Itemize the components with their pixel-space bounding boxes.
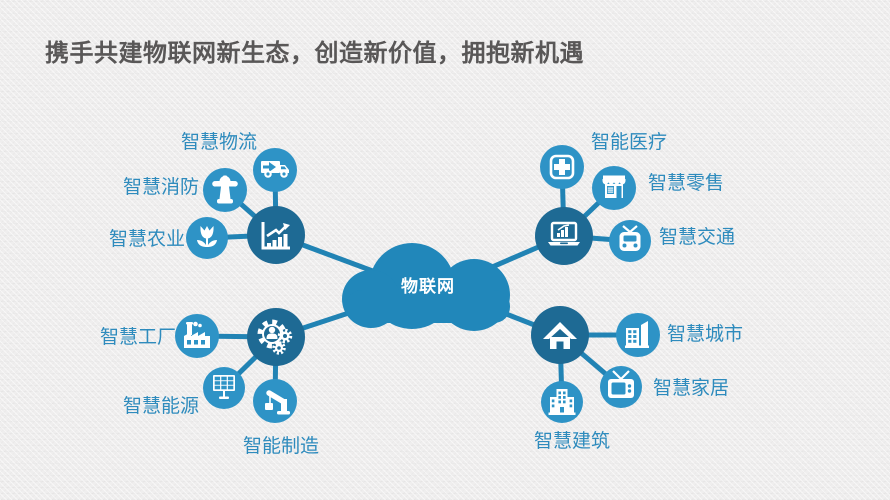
tulip-icon — [197, 226, 217, 247]
factory-icon — [184, 321, 210, 348]
hub-top-left — [247, 206, 305, 264]
node-smart-logistics: 智慧物流 — [181, 131, 297, 192]
node-label-smart-home: 智慧家居 — [653, 377, 729, 399]
node-smart-factory: 智慧工厂 — [100, 314, 219, 358]
node-label-smart-energy: 智慧能源 — [123, 395, 199, 417]
node-label-smart-city: 智慧城市 — [667, 323, 743, 345]
node-smart-home: 智慧家居 — [600, 366, 729, 408]
node-label-smart-retail: 智慧零售 — [648, 172, 724, 194]
node-smart-healthcare: 智能医疗 — [540, 131, 667, 189]
robotic-arm-icon — [265, 390, 290, 415]
node-label-smart-healthcare: 智能医疗 — [591, 131, 667, 153]
node-smart-manufacturing: 智能制造 — [243, 379, 319, 457]
storefront-icon — [602, 175, 626, 198]
train-icon — [619, 225, 641, 251]
house-icon — [543, 322, 577, 349]
node-smart-retail: 智慧零售 — [592, 166, 724, 210]
node-label-smart-logistics: 智慧物流 — [181, 131, 257, 153]
page-title: 携手共建物联网新生态，创造新价值，拥抱新机遇 — [45, 39, 584, 67]
office-building-icon — [548, 389, 576, 415]
truck-icon — [261, 161, 289, 178]
node-smart-transport: 智慧交通 — [609, 220, 735, 262]
hub-top-right — [535, 207, 593, 265]
iot-cloud: 物联网 — [342, 243, 510, 331]
hub-bottom-left — [247, 308, 305, 366]
bar-chart-growth-icon — [261, 222, 290, 250]
city-buildings-icon — [625, 321, 649, 348]
hub-bottom-right — [531, 306, 589, 364]
node-label-smart-agriculture: 智慧农业 — [109, 228, 185, 250]
tv-icon — [608, 370, 634, 398]
node-smart-city: 智慧城市 — [616, 313, 743, 357]
solar-panel-icon — [213, 375, 235, 399]
fire-hydrant-icon — [212, 175, 238, 204]
node-smart-building: 智慧建筑 — [534, 381, 610, 452]
node-smart-firefighting: 智慧消防 — [123, 168, 247, 212]
laptop-chart-icon — [548, 221, 580, 246]
node-label-smart-firefighting: 智慧消防 — [123, 176, 199, 198]
node-label-smart-building: 智慧建筑 — [534, 430, 610, 452]
node-smart-energy: 智慧能源 — [123, 367, 245, 417]
node-label-smart-factory: 智慧工厂 — [100, 326, 176, 348]
node-label-smart-manufacturing: 智能制造 — [243, 435, 319, 457]
node-smart-agriculture: 智慧农业 — [109, 217, 228, 259]
cloud-label: 物联网 — [401, 276, 455, 297]
medical-cross-icon — [549, 154, 575, 180]
worker-gears-icon — [257, 319, 293, 355]
node-label-smart-transport: 智慧交通 — [659, 226, 735, 248]
